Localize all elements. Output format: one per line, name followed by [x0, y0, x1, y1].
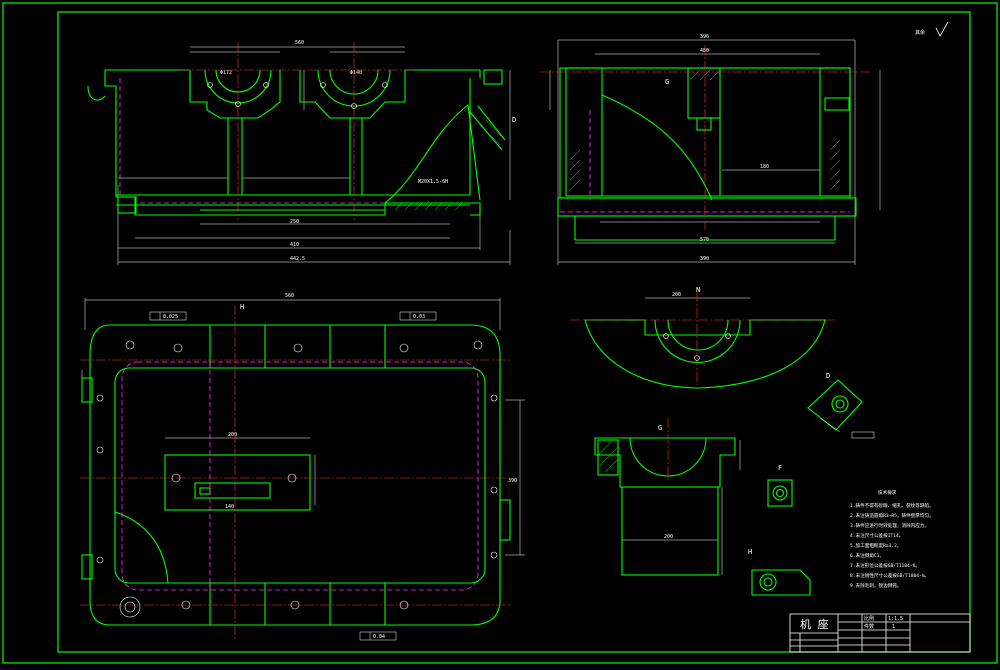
side-top-dim: 396: [700, 34, 709, 40]
detail-f: F: [767, 464, 793, 507]
plan-side-dim: 390: [508, 478, 517, 484]
g-view-label: G: [658, 424, 662, 432]
plan-slot-dim: 140: [225, 504, 234, 510]
qty-label: 件数: [864, 623, 874, 630]
side-view: 396 480 390 570 180 G: [540, 34, 881, 265]
front-overall-dim: 442.5: [290, 256, 305, 262]
note-line-7: 7.未注形位公差按GB/T1184-K。: [850, 562, 920, 569]
detail-h: H: [748, 548, 811, 596]
partial-view-n: 200 N: [570, 286, 835, 389]
tol-frame-c: 0.04: [373, 634, 385, 640]
note-line-2: 2.未注铸造圆角R3~R5，铸件壁厚均匀。: [850, 512, 934, 519]
detail-f-label: F: [778, 464, 782, 472]
note-line-6: 6.未注倒角C1。: [850, 552, 884, 559]
title-block: 机 座 比例 1:1.5 件数 1: [789, 613, 971, 653]
front-view: 560 442.5 410 250 Φ172 Φ140 M20X1.5-6H D: [87, 40, 516, 265]
side-inner-dim: 480: [700, 48, 709, 54]
tol-frame-a: 0.025: [163, 314, 178, 320]
side-inner-180: 180: [760, 164, 769, 170]
plan-width-dim: 560: [285, 293, 294, 299]
front-len-c: 250: [290, 219, 299, 225]
scale-value: 1:1.5: [888, 616, 903, 622]
front-len-b: 410: [290, 242, 299, 248]
tol-frame-b: 0.03: [413, 314, 425, 320]
note-line-1: 1.铸件不得有砂眼、缩孔、裂纹等缺陷。: [850, 502, 934, 509]
note-line-8: 8.未注线性尺寸公差按GB/T1804-m。: [850, 572, 929, 579]
plan-inner-dim: 200: [228, 432, 237, 438]
section-g-label: G: [665, 78, 669, 86]
plan-view: 560 200 140 390 H 0.025 0.03 0.04: [80, 293, 525, 641]
note-line-9: 9.去除毛刺，锐边倒钝。: [850, 582, 901, 589]
sheet-value: 1: [892, 624, 895, 630]
roughness-symbol: 其余: [915, 21, 949, 37]
inner-border: [57, 11, 971, 653]
note-line-5: 5.加工面粗糙度Ra3.2。: [850, 542, 902, 549]
bore-left-dim: Φ172: [220, 70, 232, 76]
g-width-dim: 200: [664, 534, 673, 540]
side-width-dim: 390: [700, 256, 709, 262]
part-name: 机 座: [800, 617, 829, 631]
roughness-note: 其余: [915, 29, 925, 36]
view-d-label: D: [512, 116, 516, 124]
marker-h-top: H: [240, 303, 244, 311]
detail-d: D: [807, 372, 875, 439]
thread-dim: M20X1.5-6H: [418, 179, 448, 185]
section-g-view: G 200: [594, 418, 741, 576]
notes-heading: 技术要求: [878, 489, 897, 496]
front-top-dim: 560: [295, 40, 304, 46]
note-line-3: 3.铸件应进行时效处理，消除内应力。: [850, 522, 929, 529]
detail-d-label: D: [826, 372, 830, 380]
detail-h-label: H: [748, 548, 752, 556]
n-view-dim: 200: [672, 292, 681, 298]
technical-notes: 技术要求 1.铸件不得有砂眼、缩孔、裂纹等缺陷。 2.未注铸造圆角R3~R5，铸…: [850, 489, 934, 589]
bore-right-dim: Φ140: [350, 70, 362, 76]
marker-n: N: [696, 286, 700, 294]
note-line-4: 4.未注尺寸公差按IT14。: [850, 532, 903, 539]
scale-label: 比例: [864, 615, 874, 622]
